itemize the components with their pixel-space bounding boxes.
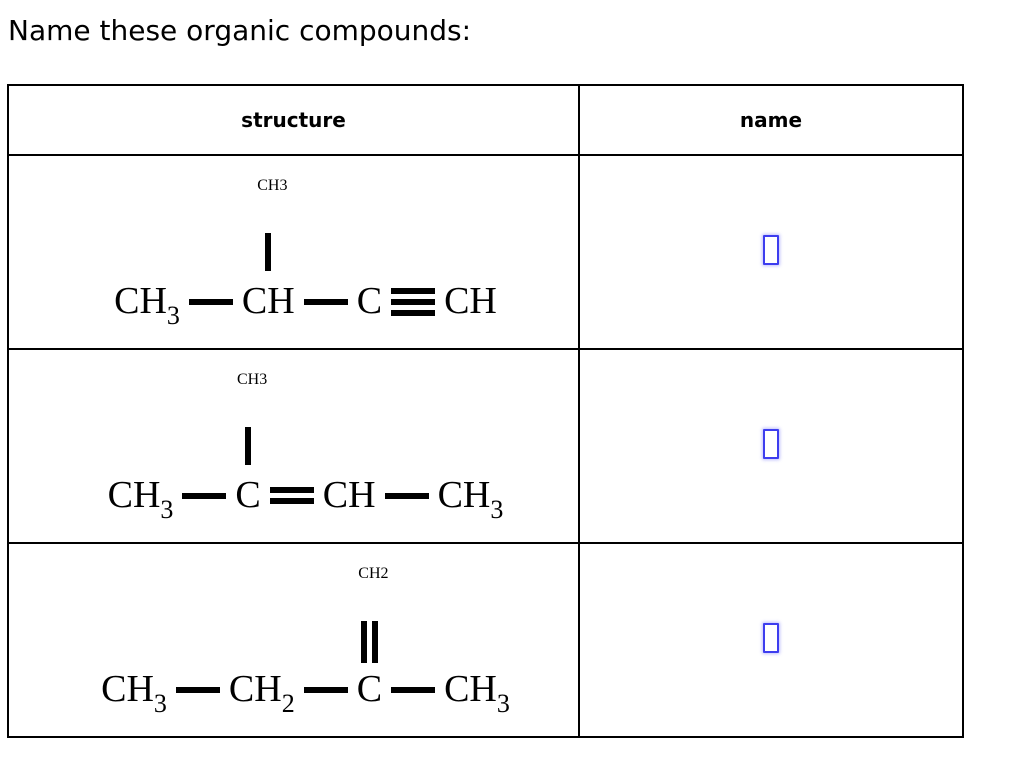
chain-group-4: C — [356, 280, 383, 322]
page-title: Name these organic compounds: — [8, 14, 472, 47]
answer-box[interactable] — [763, 235, 779, 265]
main-chain: CH3 C CH CH3 — [21, 474, 590, 525]
chain-group-4: CH — [322, 474, 376, 516]
single-bond — [175, 687, 220, 693]
column-header-structure: structure — [7, 84, 580, 156]
vertical-double-bond — [360, 621, 378, 663]
answer-box[interactable] — [763, 623, 779, 653]
subscript: 3 — [496, 689, 510, 718]
subscript: 2 — [380, 565, 389, 582]
single-bond — [182, 493, 227, 499]
chain-group-2: CH2 — [228, 668, 295, 718]
single-bond — [391, 687, 436, 693]
chain-group-4: C — [356, 668, 383, 710]
name-cell — [578, 542, 964, 738]
branch-label: CH3 — [236, 371, 268, 388]
branch-label: CH2 — [358, 565, 389, 582]
chain-group-0: CH3 — [101, 668, 167, 718]
branch-label: CH3 — [257, 177, 288, 194]
column-header-name: name — [578, 84, 964, 156]
double-bond — [269, 487, 314, 504]
chain-group-2: C — [235, 474, 261, 516]
chain-group-0: CH3 — [114, 280, 180, 330]
subscript: 3 — [166, 301, 180, 330]
header-row: structure name — [7, 84, 964, 156]
single-bond — [303, 687, 348, 693]
single-bond — [188, 299, 233, 305]
subscript: 3 — [153, 689, 167, 718]
chain-group-0: CH3 — [107, 474, 174, 524]
chain-group-2: CH — [241, 280, 295, 322]
answer-box[interactable] — [763, 429, 779, 459]
name-cell — [578, 154, 964, 350]
single-bond — [303, 299, 348, 305]
subscript: 3 — [490, 495, 504, 524]
name-cell — [578, 348, 964, 544]
main-chain: CH3 CH C CH — [21, 280, 590, 331]
subscript: 3 — [259, 371, 268, 388]
chain-group-6: CH — [444, 280, 497, 322]
chain-group-6: CH3 — [444, 668, 510, 718]
single-bond — [384, 493, 429, 499]
subscript: 2 — [281, 689, 295, 718]
vertical-single-bond — [245, 427, 252, 465]
subscript: 3 — [279, 177, 288, 194]
main-chain: CH3 CH2 C CH3 — [21, 668, 590, 719]
vertical-single-bond — [265, 233, 272, 271]
chain-group-6: CH3 — [437, 474, 504, 524]
triple-bond — [391, 288, 436, 316]
subscript: 3 — [160, 495, 174, 524]
